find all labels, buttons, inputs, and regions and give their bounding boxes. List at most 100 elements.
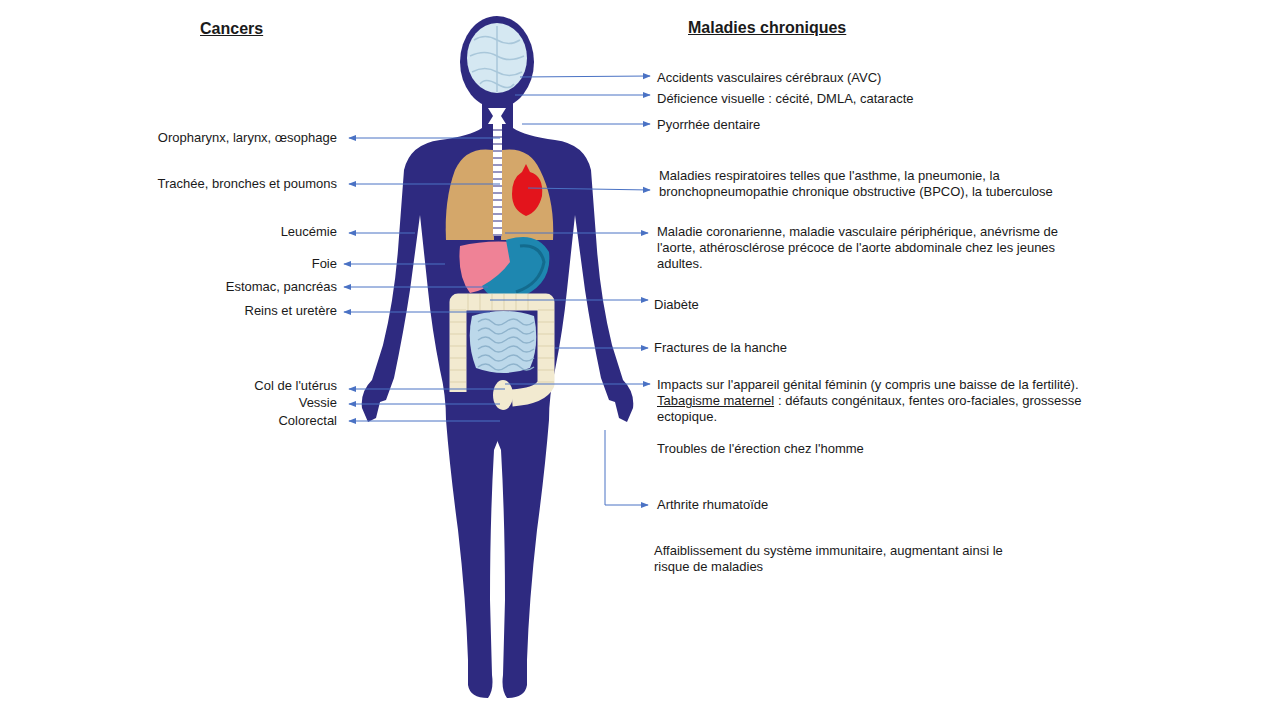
colon-segment — [450, 310, 466, 311]
colon-segment — [538, 310, 554, 311]
body-silhouette — [362, 16, 634, 698]
cancer-label: Colorectal — [278, 413, 337, 428]
intestine-loop — [478, 364, 534, 370]
disease-label: Maladies respiratoires telles que l'asth… — [659, 168, 1053, 199]
colon-segment — [480, 294, 481, 310]
colon-segment — [450, 334, 466, 335]
disease-label: Maladie coronarienne, maladie vasculaire… — [657, 224, 1058, 271]
colon-segment — [450, 346, 466, 347]
disease-label: Fractures de la hanche — [654, 340, 787, 355]
trachea-ring — [493, 221, 502, 222]
colon-segment — [450, 322, 466, 323]
disease-label-box: Impacts sur l'appareil génital féminin (… — [657, 377, 1101, 425]
disease-label-box: Troubles de l'érection chez l'homme — [657, 441, 1057, 457]
leader-line — [505, 233, 648, 234]
disease-label: Troubles de l'érection chez l'homme — [657, 441, 864, 456]
leader-line — [555, 348, 648, 349]
trachea-ring — [493, 186, 502, 187]
trachea-ring — [493, 158, 502, 159]
disease-label: Diabète — [654, 297, 699, 312]
trachea-ring — [493, 200, 502, 201]
colon-segment — [450, 370, 466, 371]
disease-label: Impacts sur l'appareil génital féminin (… — [657, 377, 1101, 393]
head — [460, 16, 534, 108]
leader-line — [349, 233, 415, 234]
colon-segment — [538, 346, 554, 347]
colon-segment — [492, 294, 493, 310]
leader-line — [605, 430, 648, 505]
cancer-label: Trachée, bronches et poumons — [158, 176, 337, 191]
leader-line — [505, 384, 650, 385]
leader-line — [515, 95, 650, 96]
trachea-ring — [493, 214, 502, 215]
leader-line — [344, 287, 488, 288]
colon-segment — [538, 382, 554, 383]
leader-line — [344, 312, 490, 313]
cancer-label: Leucémie — [281, 224, 337, 239]
cancer-label-box: Foie — [117, 256, 337, 272]
small-intestine — [470, 311, 537, 373]
trachea-ring — [493, 193, 502, 194]
disease-label-box: Accidents vasculaires cérébraux (AVC) — [657, 70, 1057, 86]
trachea-ring — [493, 137, 502, 138]
disease-label-box: Maladie coronarienne, maladie vasculaire… — [657, 224, 1075, 272]
trachea-ring — [493, 235, 502, 236]
colon-segment — [538, 370, 554, 371]
leader-line — [490, 300, 648, 301]
column-heading-box: Cancers — [200, 21, 340, 37]
disease-label: Tabagisme maternel — [657, 393, 774, 408]
leader-line — [528, 188, 650, 190]
cancer-label-box: Oropharynx, larynx, œsophage — [117, 130, 337, 146]
cancer-label: Estomac, pancréas — [226, 279, 337, 294]
trachea-rings — [493, 130, 502, 235]
leader-line — [522, 124, 650, 125]
leader-line — [349, 138, 500, 139]
disease-label: Affaiblissement du système immunitaire, … — [654, 543, 1003, 574]
stomach — [482, 237, 549, 300]
brain-fold — [496, 26, 498, 92]
disease-label-box: Diabète — [654, 297, 854, 313]
cancer-label: Reins et uretère — [245, 303, 338, 318]
colon-segment — [538, 334, 554, 335]
colon-segment — [450, 358, 466, 359]
cancer-label-box: Vessie — [117, 395, 337, 411]
disease-label-box: Fractures de la hanche — [654, 340, 954, 356]
body-half — [362, 98, 498, 698]
disease-label: Accidents vasculaires cérébraux (AVC) — [657, 70, 881, 85]
leader-line — [349, 421, 500, 422]
leader-line — [349, 404, 500, 405]
leader-line — [520, 76, 650, 77]
cancer-label-box: Leucémie — [117, 224, 337, 240]
cancer-label: Foie — [312, 256, 337, 271]
disease-label: Pyorrhée dentaire — [657, 117, 760, 132]
trachea-ring — [493, 130, 502, 131]
brain-folds — [470, 26, 524, 92]
right-lung — [501, 149, 553, 240]
disease-label-box: Arthrite rhumatoïde — [657, 497, 957, 513]
colon-segment — [538, 322, 554, 323]
colon-segment — [538, 358, 554, 359]
disease-label-box: Affaiblissement du système immunitaire, … — [654, 543, 1022, 575]
column-heading-box: Maladies chroniques — [688, 20, 948, 36]
leader-line — [344, 264, 445, 265]
cancer-label: Col de l'utérus — [254, 378, 337, 393]
intestine-loop — [478, 346, 534, 352]
cancer-label-box: Estomac, pancréas — [117, 279, 337, 295]
intestine-loop — [478, 328, 534, 334]
intestine-loop — [478, 319, 534, 325]
leader-line — [349, 184, 500, 185]
trachea — [493, 124, 502, 236]
leader-line — [349, 389, 505, 390]
cancer-label: Vessie — [299, 395, 337, 410]
cancer-label-box: Reins et uretère — [117, 303, 337, 319]
intestine-loop — [478, 337, 534, 343]
trachea-ring — [493, 165, 502, 166]
disease-label: Déficience visuelle : cécité, DMLA, cata… — [657, 91, 914, 106]
intestine-loop — [478, 355, 534, 361]
cancer-label-box: Col de l'utérus — [117, 378, 337, 394]
cancer-label-box: Trachée, bronches et poumons — [117, 176, 337, 192]
stomach-fold — [516, 246, 544, 292]
trachea-ring — [493, 228, 502, 229]
leader-lines — [344, 76, 650, 505]
